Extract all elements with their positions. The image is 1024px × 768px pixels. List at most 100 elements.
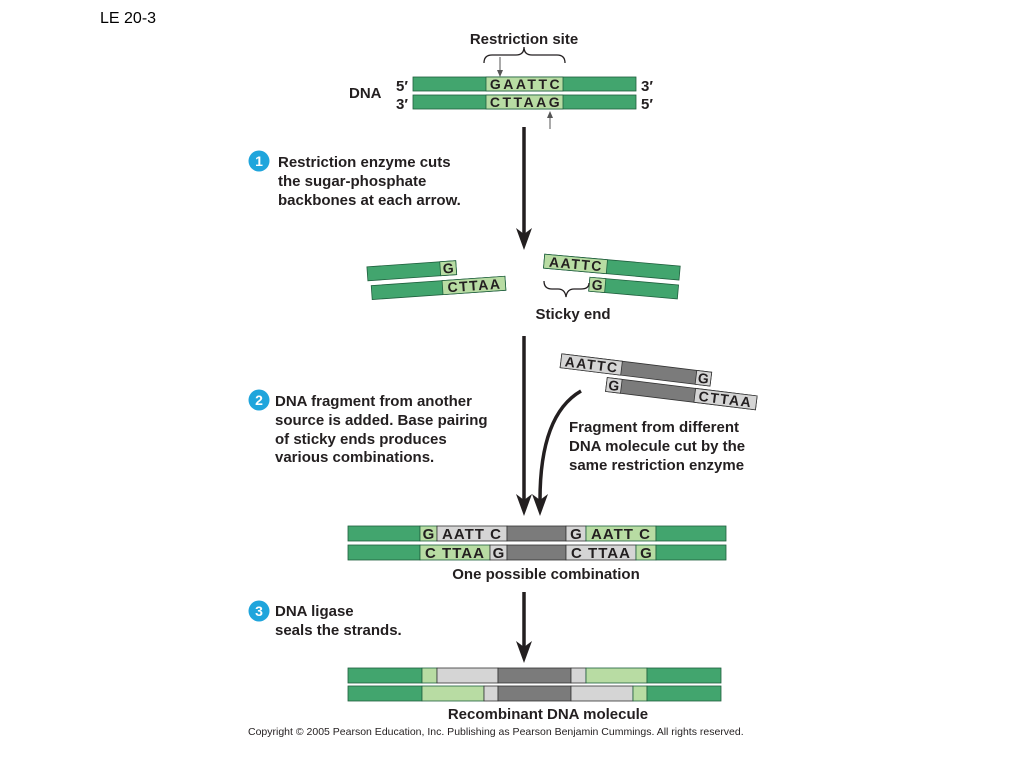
combo-top-segment-1-label: G bbox=[423, 526, 436, 543]
recombinant-bottom-junction-3 bbox=[570, 685, 634, 702]
foreign-caption-line-3: same restriction enzyme bbox=[569, 457, 744, 474]
foreign-bottom-sticky-end-box bbox=[693, 387, 758, 411]
step-1-description: Restriction enzyme cuts the sugar-phospha… bbox=[278, 154, 461, 209]
arrow-cut-step-head bbox=[516, 228, 532, 250]
slide-label: LE 20-3 bbox=[100, 10, 156, 27]
recombinant-bottom-junction-4 bbox=[632, 685, 648, 702]
foreign-caption-line-1: Fragment from different bbox=[569, 419, 739, 436]
arrow-combine-step bbox=[516, 336, 532, 516]
left-fragment-top-end: G bbox=[442, 260, 454, 277]
step-2-description: DNA fragment from another source is added… bbox=[275, 393, 488, 466]
step-2-line-3: of sticky ends produces bbox=[275, 431, 447, 448]
foreign-top-sticky-end-box bbox=[559, 353, 623, 376]
foreign-caption-line-2: DNA molecule cut by the bbox=[569, 438, 745, 455]
restriction-site-top-sequence: GAATTC bbox=[490, 76, 562, 92]
recombinant-top-junction-2 bbox=[436, 667, 499, 684]
recombinant-bottom-right-dna bbox=[646, 685, 722, 702]
step-3-description: DNA ligase seals the strands. bbox=[275, 603, 402, 639]
restriction-site-top-box bbox=[485, 76, 564, 92]
foreign-top-end-box bbox=[694, 369, 713, 387]
bottom-cut-arrow-head bbox=[547, 111, 553, 118]
combo-bottom-segment-3-label: C TTAA bbox=[571, 545, 631, 562]
foreign-fragment: AATTC G G CTTAA bbox=[559, 353, 758, 411]
restriction-site-bottom-sequence: CTTAAG bbox=[490, 94, 562, 110]
step-2-line-1: DNA fragment from another bbox=[275, 393, 472, 410]
arrow-foreign-fragment-head bbox=[532, 494, 548, 516]
restriction-site-label: Restriction site bbox=[470, 31, 578, 48]
arrow-combine-step-head bbox=[516, 494, 532, 516]
combo-top-insert bbox=[506, 525, 567, 542]
top-strand-right-end: 3′ bbox=[641, 78, 653, 95]
combination-caption: One possible combination bbox=[452, 566, 640, 583]
combo-bottom-segment-2-label: G bbox=[493, 545, 506, 562]
recombinant-top-junction-3 bbox=[570, 667, 587, 684]
right-fragment-sticky-end-box bbox=[543, 253, 608, 275]
left-fragment-top-end-box bbox=[439, 260, 458, 277]
step-1-number: 1 bbox=[255, 153, 263, 169]
bottom-strand-cut-arrow bbox=[547, 111, 553, 129]
recombinant-molecule: Recombinant DNA molecule bbox=[347, 667, 722, 723]
step-3-line-2: seals the strands. bbox=[275, 622, 402, 639]
step-2: 2 DNA fragment from another source is add… bbox=[248, 389, 488, 466]
combo-bottom-right-dna bbox=[655, 544, 727, 561]
arrow-ligase-step-head bbox=[516, 641, 532, 663]
combo-bottom-left-dna bbox=[347, 544, 421, 561]
restriction-site-brace bbox=[483, 46, 566, 64]
right-fragment-bottom-end: G bbox=[591, 276, 603, 293]
step-2-line-4: various combinations. bbox=[275, 449, 434, 466]
original-dna-section: Restriction site DNA 5′ 3′ 3′ 5′ GAATTC … bbox=[349, 31, 653, 129]
top-cut-arrow-head bbox=[497, 70, 503, 77]
step-1: 1 Restriction enzyme cuts the sugar-phosp… bbox=[248, 150, 461, 209]
step-3: 3 DNA ligase seals the strands. bbox=[248, 600, 402, 639]
left-fragment: G CTTAA bbox=[366, 260, 507, 300]
step-1-line-2: the sugar-phosphate bbox=[278, 173, 426, 190]
sticky-end-brace bbox=[543, 280, 590, 298]
bottom-strand-right-end: 5′ bbox=[641, 96, 653, 113]
foreign-bottom-end: G bbox=[607, 377, 620, 394]
bottom-strand-left-end: 3′ bbox=[396, 96, 408, 113]
combo-top-segment-3-label: G bbox=[570, 526, 583, 543]
foreign-top-end: G bbox=[697, 370, 710, 387]
combo-top-segment-4-label: AATT C bbox=[591, 526, 651, 543]
recombinant-bottom-junction-1 bbox=[421, 685, 485, 702]
foreign-bottom-sticky-end: CTTAA bbox=[698, 388, 753, 410]
step-1-line-3: backbones at each arrow. bbox=[278, 192, 461, 209]
recombinant-top-left-dna bbox=[347, 667, 423, 684]
dna-label: DNA bbox=[349, 85, 382, 102]
combination-molecule: G AATT C G AATT C C TTAA G C TTAA G One … bbox=[347, 525, 727, 583]
step-3-number: 3 bbox=[255, 603, 263, 619]
combo-top-segment-2-label: AATT C bbox=[442, 526, 502, 543]
recombinant-top-junction-1 bbox=[421, 667, 438, 684]
cut-fragments: G CTTAA AATTC G Sticky end bbox=[366, 253, 681, 323]
left-fragment-sticky-end: CTTAA bbox=[447, 276, 502, 296]
step-2-badge bbox=[248, 389, 270, 411]
step-3-badge bbox=[248, 600, 270, 622]
foreign-bottom-end-box bbox=[605, 377, 623, 394]
step-2-number: 2 bbox=[255, 392, 263, 408]
combo-top-right-dna bbox=[655, 525, 727, 542]
recombinant-bottom-junction-2 bbox=[483, 685, 499, 702]
foreign-top-sticky-end: AATTC bbox=[564, 353, 619, 375]
step-2-line-2: source is added. Base pairing bbox=[275, 412, 488, 429]
recombinant-top-junction-4 bbox=[585, 667, 648, 684]
top-strand-left-end: 5′ bbox=[396, 78, 408, 95]
combo-top-left-dna bbox=[347, 525, 421, 542]
arrow-foreign-fragment-in bbox=[532, 389, 582, 516]
arrow-cut-step bbox=[516, 127, 532, 250]
combo-bottom-insert bbox=[506, 544, 567, 561]
recombinant-top-right-dna bbox=[646, 667, 722, 684]
step-3-line-1: DNA ligase bbox=[275, 603, 354, 620]
right-fragment: AATTC G bbox=[543, 253, 681, 300]
restriction-site-bottom-box bbox=[485, 94, 564, 110]
right-fragment-sticky-end: AATTC bbox=[548, 254, 603, 275]
arrow-ligase-step bbox=[516, 592, 532, 663]
recombinant-bottom-left-dna bbox=[347, 685, 423, 702]
recombinant-caption: Recombinant DNA molecule bbox=[448, 706, 648, 723]
step-1-line-1: Restriction enzyme cuts bbox=[278, 154, 451, 171]
top-strand-cut-arrow bbox=[497, 57, 503, 77]
step-1-badge bbox=[248, 150, 270, 172]
combo-bottom-segment-4-label: G bbox=[640, 545, 653, 562]
